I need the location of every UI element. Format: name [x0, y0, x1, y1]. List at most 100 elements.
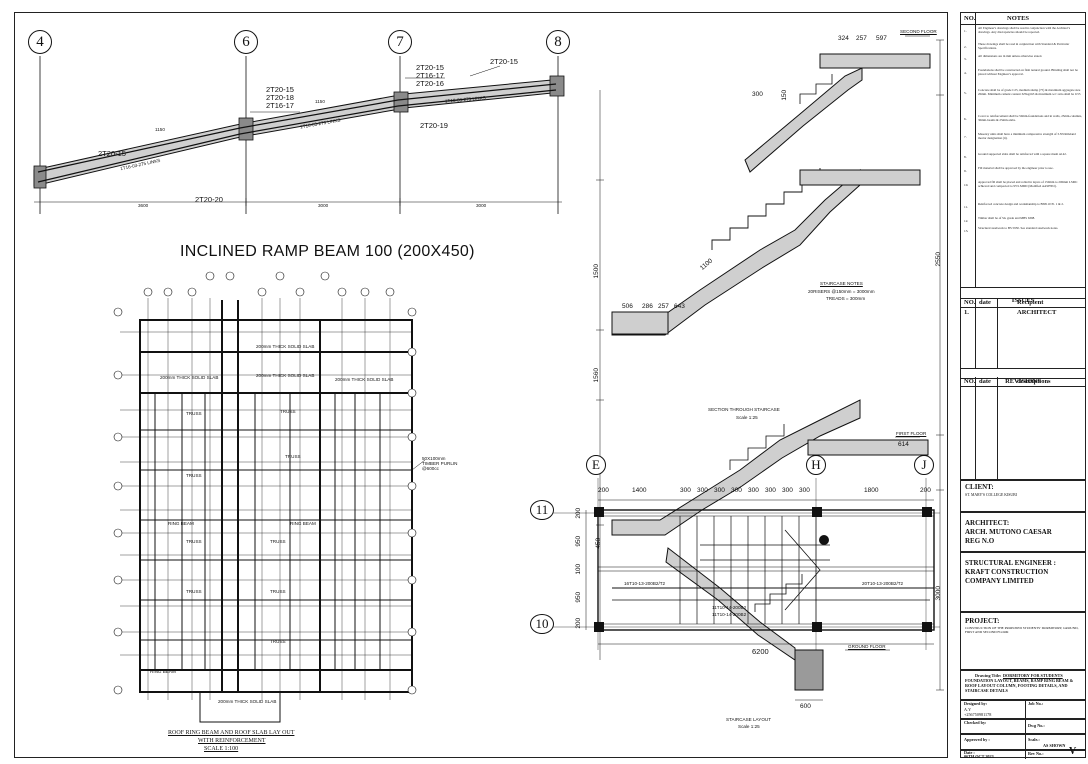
notes-no-label: NO.: [964, 15, 976, 22]
stair-dim: 506: [622, 303, 633, 310]
ramp-dim: 3000: [318, 203, 329, 208]
issue-no: 1.: [964, 309, 969, 316]
revisions-col-descriptions: descriptions: [1017, 378, 1051, 385]
truss-label: TRUSS: [186, 411, 202, 416]
grid-bubble-8: 8: [546, 30, 570, 54]
staircase-layout-columns: [594, 507, 932, 632]
issues-col-recipient: Recipient: [1017, 299, 1044, 306]
note-item: Concrete shall be of grade C25, medium s…: [978, 88, 1081, 96]
roof-plan-scale: SCALE 1:100: [204, 746, 239, 752]
slab-label: 200mm THICK SOLID SLAB: [335, 377, 394, 382]
ramp-dim: 3000: [476, 203, 487, 208]
date-label: Date :: [964, 750, 975, 755]
staircase-layout-title: STAIRCASE LAYOUT: [726, 717, 772, 722]
ramp-dim: 3600: [138, 203, 149, 208]
issues-col-date: date: [979, 299, 991, 306]
layout-bar-label: 11T10-14-200B2: [712, 612, 747, 617]
notes-header-row: NO. NOTES: [961, 13, 1085, 25]
truss-label: TRUSS: [186, 589, 202, 594]
ring-beam-label: RING BEAM: [150, 669, 176, 674]
stair-dim: 597: [876, 35, 887, 42]
roof-plan-grid-bubbles: [113, 271, 417, 695]
layout-left-dim: 200: [575, 617, 583, 629]
revisions-col-no: NO.: [964, 378, 976, 385]
layout-bar-label: 20T10-13-200B2/T2: [862, 581, 904, 586]
note-item: Reinforced concrete design and workmansh…: [978, 202, 1064, 206]
roof-plan-subtitle: WITH REINFORCEMENT: [198, 738, 266, 744]
layout-top-dim: 300: [714, 487, 725, 494]
truss-label: TRUSS: [270, 539, 286, 544]
floor-label: GROUND FLOOR: [848, 644, 886, 649]
floor-label: FIRST FLOOR: [896, 431, 927, 436]
architect-label: ARCHITECT:: [965, 519, 1010, 527]
grid-bubble-6: 6: [234, 30, 258, 54]
stair-dim: 300: [752, 91, 763, 98]
grid-bubble-4: 4: [28, 30, 52, 54]
staircase-notes-title: STAIRCASE NOTES: [820, 281, 863, 286]
staircase-layout-scale: Scale 1:25: [738, 724, 760, 729]
stair-dim: 257: [658, 303, 669, 310]
roof-plan: [120, 298, 426, 723]
issues-header: ISSUES: [1011, 297, 1035, 304]
truss-label: TRUSS: [186, 539, 202, 544]
stair-dim: 643: [674, 303, 685, 310]
note-item: Cover to reinforcement shall be 50mm-fou…: [978, 114, 1083, 122]
grid-bubble-E: E: [586, 455, 606, 475]
layout-left-dim: 100: [575, 563, 583, 575]
engineer-label: STRUCTURAL ENGINEER :: [965, 559, 1057, 567]
note-item: Structural steelwork to BS 5950. See sta…: [978, 226, 1059, 230]
ring-beam-label: RING BEAM: [168, 521, 194, 526]
issues-col-no: NO.: [964, 299, 976, 306]
truss-label: TRUSS: [186, 473, 202, 478]
stair-dim: 450: [595, 537, 603, 549]
note-item: Foundations shall be constructed on firm…: [978, 68, 1078, 76]
note-item: All Engineer's drawings shall be read in…: [978, 26, 1071, 34]
designed-by-reg: +256750981178: [964, 712, 992, 717]
drawing-title-label: Drawing Title:: [975, 673, 1002, 678]
layout-top-dim: 300: [799, 487, 810, 494]
grid-bubble-10: 10: [530, 614, 554, 634]
ramp-bar-label: 2T20-18: [266, 93, 294, 102]
layout-top-dim: 300: [765, 487, 776, 494]
project-label: PROJECT:: [965, 617, 1000, 625]
project-name: CONSTRUCTION OF THE PROPOSED STUDENTS' D…: [965, 626, 1079, 635]
stair-dim: 1500: [592, 264, 600, 279]
layout-top-dim: 1800: [864, 487, 879, 494]
engineer-name: KRAFT CONSTRUCTION COMPANY LIMITED: [965, 568, 1049, 585]
grid-bubble-H: H: [806, 455, 826, 475]
layout-bar-label: 11T10-14-200B2: [712, 605, 747, 610]
scale-value: AS SHOWN: [1043, 743, 1066, 748]
ramp-bar-label: 2T20-15: [98, 149, 126, 158]
stair-dim: 150: [781, 89, 789, 101]
layout-left-dim: 950: [575, 535, 583, 547]
staircase-section: [596, 35, 944, 701]
floor-label: SECOND FLOOR: [900, 29, 937, 34]
slab-label: 200mm THICK SOLID SLAB: [256, 344, 315, 349]
layout-left-dim: 200: [575, 507, 583, 519]
approved-by-label: Approved by :: [964, 737, 990, 742]
notes-header: NOTES: [1007, 15, 1030, 22]
staircase-section-title: SECTION THROUGH STAIRCASE: [708, 407, 780, 412]
rev-no-label: Rev No.:: [1028, 751, 1044, 756]
ramp-beam: [33, 56, 565, 214]
layout-top-dim: 300: [782, 487, 793, 494]
roof-plan-title: ROOF RING BEAM AND ROOF SLAB LAY OUT: [168, 730, 295, 736]
slab-label: 200mm THICK SOLID SLAB: [218, 699, 277, 704]
stair-dim: 324: [838, 35, 849, 42]
issues-header-row: ISSUES: [961, 287, 1085, 304]
note-item: Approved fill shall be placed and rolled…: [978, 180, 1078, 188]
layout-top-dim: 1400: [632, 487, 647, 494]
revisions-header-row: REVISIONS: [961, 368, 1085, 385]
ramp-bar-label: 2T16-17: [416, 71, 444, 80]
grid-bubble-7: 7: [388, 30, 412, 54]
designed-by-label: Designed by:: [964, 701, 988, 706]
layout-top-dim: 300: [731, 487, 742, 494]
layout-top-dim: 200: [598, 487, 609, 494]
designed-by: A.Y: [964, 707, 972, 712]
note-item: Fill material shall be approved by the e…: [978, 166, 1054, 170]
note-item: Ground supported slabs shall be reinforc…: [978, 152, 1067, 156]
job-no-label: Job No.:: [1028, 701, 1044, 706]
revisions-cols-row: NO. date descriptions: [961, 377, 1085, 387]
staircase-note: TREADS = 300mm: [826, 296, 866, 301]
